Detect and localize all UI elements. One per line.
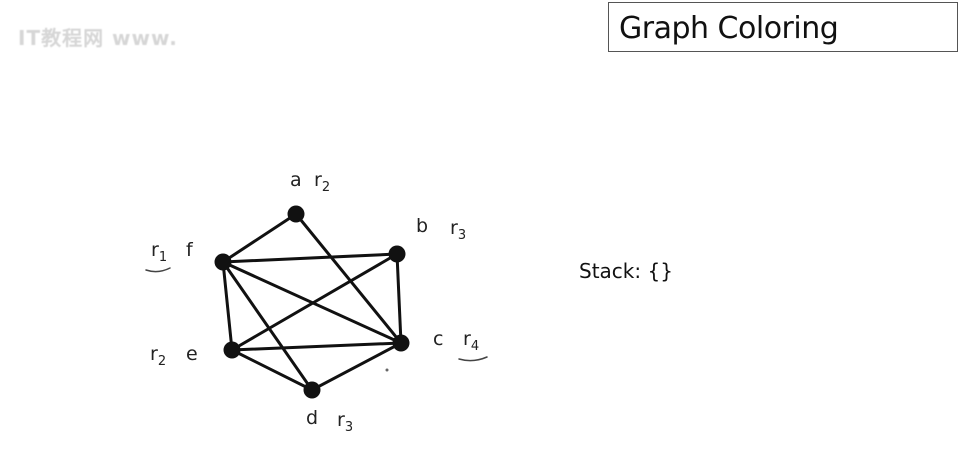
underline-c — [458, 356, 488, 362]
stack-display: Stack: {} — [579, 259, 673, 283]
stack-label: Stack: — [579, 259, 642, 283]
register-letter: r — [337, 409, 345, 431]
edge-b-c — [395, 252, 403, 345]
edge-a-c — [294, 212, 403, 345]
stray-mark — [385, 368, 389, 372]
register-number: 1 — [159, 250, 167, 265]
edge-a-f — [221, 212, 298, 264]
node-b — [388, 245, 406, 263]
register-letter: r — [151, 239, 159, 261]
register-label-e: r2 — [150, 343, 166, 369]
graph-nodes — [214, 205, 410, 399]
edge-d-c — [310, 341, 403, 392]
edge-f-d — [221, 260, 314, 392]
node-label-d: d — [306, 407, 318, 429]
edge-b-e — [230, 252, 399, 352]
node-c — [392, 334, 410, 352]
register-number: 4 — [471, 339, 479, 354]
graph-edges — [221, 212, 403, 392]
register-letter: r — [150, 343, 158, 365]
stack-contents: {} — [647, 259, 673, 283]
node-label-a: a — [290, 169, 302, 191]
title-box: Graph Coloring — [608, 2, 958, 52]
node-label-e: e — [186, 343, 198, 365]
edge-f-b — [221, 252, 399, 264]
underline-f — [145, 267, 171, 273]
register-label-f: r1 — [151, 239, 167, 265]
node-a — [287, 205, 305, 223]
node-f — [214, 253, 232, 271]
register-letter: r — [450, 217, 458, 239]
edge-e-c — [230, 341, 403, 352]
watermark: IT教程网 www. — [18, 26, 178, 50]
node-label-b: b — [416, 215, 428, 237]
node-label-f: f — [186, 239, 194, 261]
register-number: 2 — [322, 180, 330, 195]
edge-f-e — [221, 260, 234, 352]
edge-e-d — [230, 348, 314, 392]
node-e — [223, 341, 241, 359]
register-label-c: r4 — [463, 328, 479, 354]
register-label-a: r2 — [314, 169, 330, 195]
register-number: 3 — [345, 420, 353, 435]
node-d — [303, 381, 321, 399]
register-number: 2 — [158, 354, 166, 369]
register-label-d: r3 — [337, 409, 353, 435]
register-letter: r — [314, 169, 322, 191]
slide-title: Graph Coloring — [619, 11, 839, 46]
node-label-c: c — [433, 328, 443, 350]
register-letter: r — [463, 328, 471, 350]
register-number: 3 — [458, 228, 466, 243]
register-label-b: r3 — [450, 217, 466, 243]
